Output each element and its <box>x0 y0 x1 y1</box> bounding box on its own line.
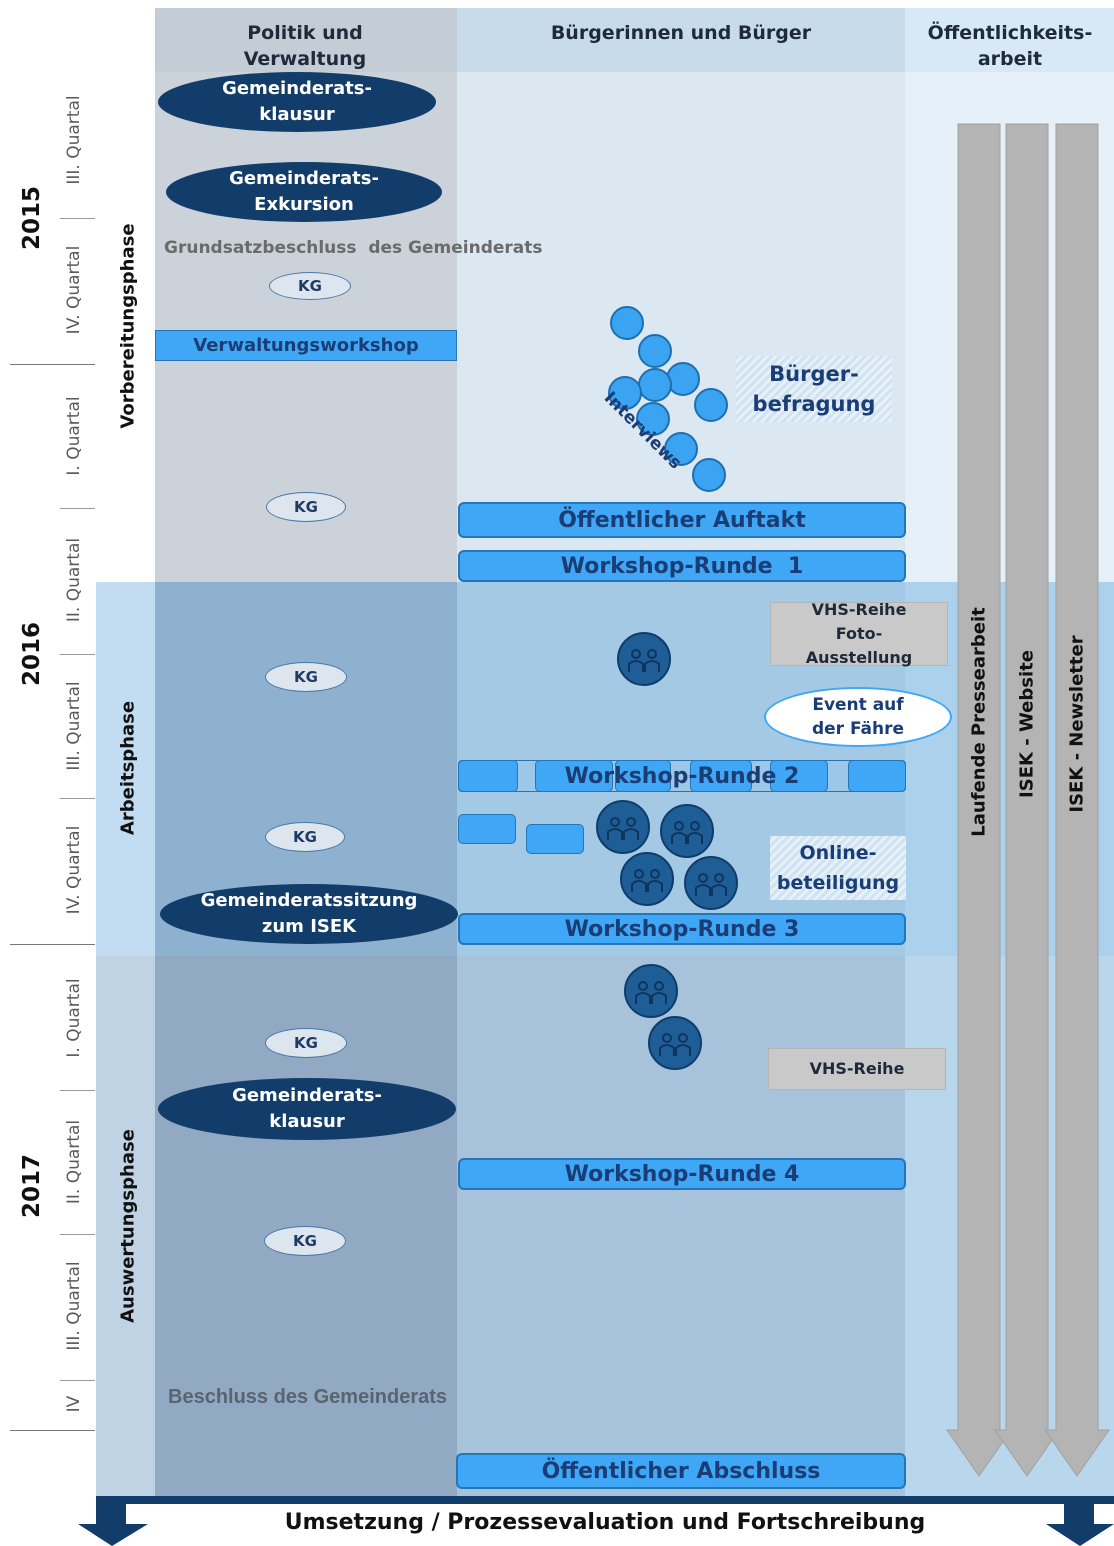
quarter-label: IV <box>64 1395 84 1413</box>
people-icon <box>659 1033 691 1056</box>
quarter-label: III. Quartal <box>64 95 84 185</box>
auftakt-bar: Öffentlicher Auftakt <box>458 502 906 538</box>
kg-marker: KG <box>265 662 347 692</box>
phase-label-vorbereitung: Vorbereitungsphase <box>117 223 139 429</box>
gemeinderatssitzung-oval: Gemeinderatssitzung zum ISEK <box>160 884 458 944</box>
quarter-label: III. Quartal <box>64 1261 84 1351</box>
newsletter-label: ISEK - Newsletter <box>1066 635 1088 813</box>
quarter-divider <box>60 1090 95 1091</box>
kg-marker: KG <box>266 492 346 522</box>
group-icon <box>596 800 650 854</box>
quarter-label: III. Quartal <box>64 681 84 771</box>
workshop-runde-1-bar: Workshop-Runde 1 <box>458 550 906 582</box>
pressearbeit-label: Laufende Pressearbeit <box>968 607 990 837</box>
quarter-divider <box>60 218 95 219</box>
quarter-divider <box>10 364 95 365</box>
gemeinderatsklausur-oval: Gemeinderats-klausur <box>158 72 436 132</box>
arrow-newsletter <box>1044 123 1110 1477</box>
small-workshop-box <box>458 814 516 844</box>
interview-bubble <box>638 368 672 402</box>
footer-arrow-right-icon <box>1046 1500 1114 1546</box>
quarter-divider <box>60 798 95 799</box>
interview-bubble <box>666 362 700 396</box>
buergerbefragung-box: Bürger-befragung <box>736 356 892 422</box>
group-icon <box>624 964 678 1018</box>
vhs-reihe-box: VHS-Reihe <box>768 1048 946 1090</box>
quarter-divider <box>60 1234 95 1235</box>
group-icon <box>648 1016 702 1070</box>
group-icon <box>684 856 738 910</box>
interview-bubble <box>664 432 698 466</box>
year-divider <box>10 1430 95 1431</box>
interview-bubble <box>694 388 728 422</box>
event-faehre-oval: Event auf der Fähre <box>764 687 952 747</box>
footer-bar <box>96 1496 1114 1504</box>
people-icon <box>671 821 703 844</box>
phase-label-arbeit: Arbeitsphase <box>117 700 139 836</box>
gemeinderatsexkursion-oval: Gemeinderats-Exkursion <box>166 162 442 222</box>
phase-band-vorbereitung <box>96 72 1114 582</box>
grundsatzbeschluss-label: Grundsatzbeschluss des Gemeinderats <box>164 238 543 258</box>
year-divider <box>10 944 95 945</box>
people-icon <box>631 869 663 892</box>
workshop-segment <box>535 760 613 792</box>
verwaltungsworkshop-bar: Verwaltungsworkshop <box>155 330 457 361</box>
interview-bubble <box>608 376 642 410</box>
workshop-runde-2-label: Workshop-Runde 2 <box>564 763 800 789</box>
onlinebeteiligung-box: Online-beteiligung <box>770 836 906 900</box>
header-oeffentlichkeit: Öffentlichkeits-arbeit <box>927 22 1093 70</box>
interview-bubble <box>610 306 644 340</box>
small-workshop-box <box>526 824 584 854</box>
phase-label-auswertung: Auswertungsphase <box>117 1129 139 1323</box>
workshop-segment <box>615 760 671 792</box>
workshop-segment <box>848 760 906 792</box>
header-buerger: Bürgerinnen und Bürger <box>550 22 812 44</box>
workshop-runde-2-track <box>458 760 906 792</box>
kg-marker: KG <box>265 1028 347 1058</box>
people-icon <box>628 649 660 672</box>
quarter-divider <box>60 508 95 509</box>
vhs-foto-box: VHS-Reihe Foto-Ausstellung <box>770 600 948 667</box>
quarter-label: I. Quartal <box>64 396 84 476</box>
interview-bubble <box>638 334 672 368</box>
kg-marker: KG <box>269 272 351 300</box>
workshop-segment <box>458 760 518 792</box>
year-label: 2016 <box>19 621 45 687</box>
footer-arrow-left-icon <box>78 1500 148 1546</box>
interview-bubble <box>692 458 726 492</box>
quarter-label: II. Quartal <box>64 537 84 623</box>
quarter-label: I. Quartal <box>64 978 84 1058</box>
group-icon <box>620 852 674 906</box>
quarter-label: II. Quartal <box>64 1119 84 1205</box>
workshop-runde-3-bar: Workshop-Runde 3 <box>458 913 906 945</box>
gemeinderatsklausur-2017-oval: Gemeinderats-klausur <box>158 1078 456 1140</box>
footer-label: Umsetzung / Prozessevaluation und Fortsc… <box>284 1510 926 1535</box>
quarter-label: IV. Quartal <box>64 825 84 915</box>
arrow-pressearbeit <box>946 123 1012 1477</box>
quarter-divider <box>60 1380 95 1381</box>
abschluss-bar: Öffentlicher Abschluss <box>456 1453 906 1489</box>
people-icon <box>695 873 727 896</box>
website-label: ISEK - Website <box>1016 650 1038 798</box>
workshop-segment <box>770 760 828 792</box>
group-icon <box>660 804 714 858</box>
year-label: 2015 <box>19 185 45 251</box>
kg-marker: KG <box>265 822 345 852</box>
kg-marker: KG <box>264 1226 346 1256</box>
year-label: 2017 <box>19 1153 45 1219</box>
workshop-segment <box>690 760 752 792</box>
workshop-runde-4-bar: Workshop-Runde 4 <box>458 1158 906 1190</box>
oeffentlichkeit-arrows <box>946 123 1110 1477</box>
beschluss-label: Beschluss des Gemeinderats <box>168 1386 448 1408</box>
arrow-website <box>994 123 1060 1477</box>
group-icon <box>617 632 671 686</box>
quarter-label: IV. Quartal <box>64 245 84 335</box>
people-icon <box>607 817 639 840</box>
interview-bubble <box>636 402 670 436</box>
quarter-divider <box>60 654 95 655</box>
people-icon <box>635 981 667 1004</box>
header-politik: Politik und Verwaltung <box>243 22 367 70</box>
